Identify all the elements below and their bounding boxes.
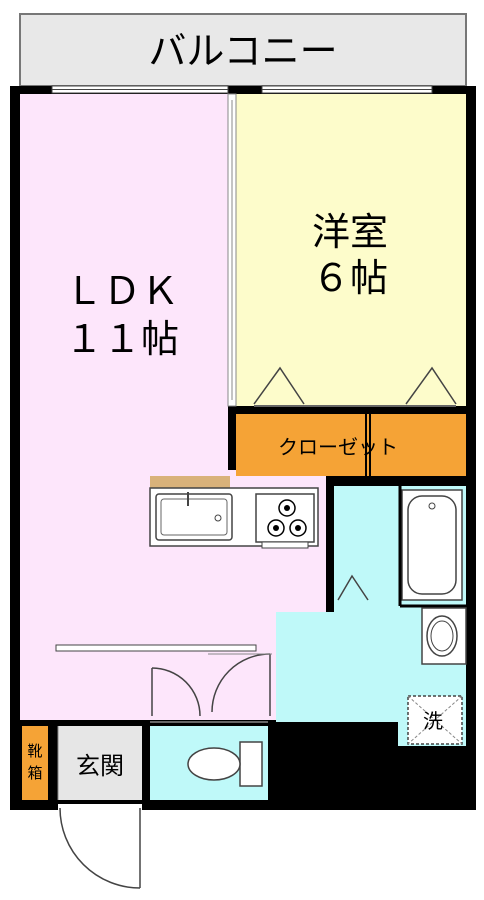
western-size: ６帖 <box>312 256 388 300</box>
hall-doors <box>151 653 272 717</box>
western-floor <box>236 94 466 406</box>
washer-label: 洗 <box>423 709 443 733</box>
room-western: 洋室 ６帖 <box>236 94 466 407</box>
shoe-box-label-2: 箱 <box>27 764 42 782</box>
western-name: 洋室 <box>312 210 388 254</box>
burner-icon <box>289 519 307 537</box>
ldk-name: ＬＤＫ <box>65 269 179 313</box>
door-triangle-left <box>253 366 305 405</box>
kitchen-counter-top <box>150 476 230 488</box>
sink-drain <box>214 514 222 522</box>
wet-area: 洗 <box>276 486 467 746</box>
shoe-box: 靴 箱 <box>22 726 48 800</box>
closet: クローゼット <box>236 414 466 476</box>
closet-label: クローゼット <box>278 435 398 459</box>
entrance-floor <box>58 726 142 800</box>
closet-floor <box>236 414 466 476</box>
shoe-box-label-1: 靴 <box>27 742 42 760</box>
sink <box>155 493 233 541</box>
toilet-tank <box>239 741 263 787</box>
balcony-label: バルコニー <box>148 29 337 73</box>
window-ldk-side <box>55 644 257 652</box>
entrance-label: 玄関 <box>76 752 124 780</box>
sliding-partition <box>227 93 237 407</box>
shoe-box-cabinet <box>22 726 48 800</box>
burner-icon <box>267 519 285 537</box>
toilet-bowl <box>187 747 241 781</box>
door-triangle-right <box>405 366 457 405</box>
ldk-size: １１帖 <box>65 317 179 361</box>
kitchen <box>149 476 319 549</box>
door-triangle-washroom <box>337 574 369 601</box>
balcony-floor <box>19 13 467 87</box>
wash-basin <box>421 607 467 665</box>
toilet-room <box>150 721 268 800</box>
stove <box>255 493 315 543</box>
entrance: 玄関 <box>57 726 142 800</box>
balcony: バルコニー <box>19 13 467 87</box>
windows <box>51 85 433 652</box>
entrance-door <box>58 804 142 889</box>
burner-icon <box>278 499 296 517</box>
